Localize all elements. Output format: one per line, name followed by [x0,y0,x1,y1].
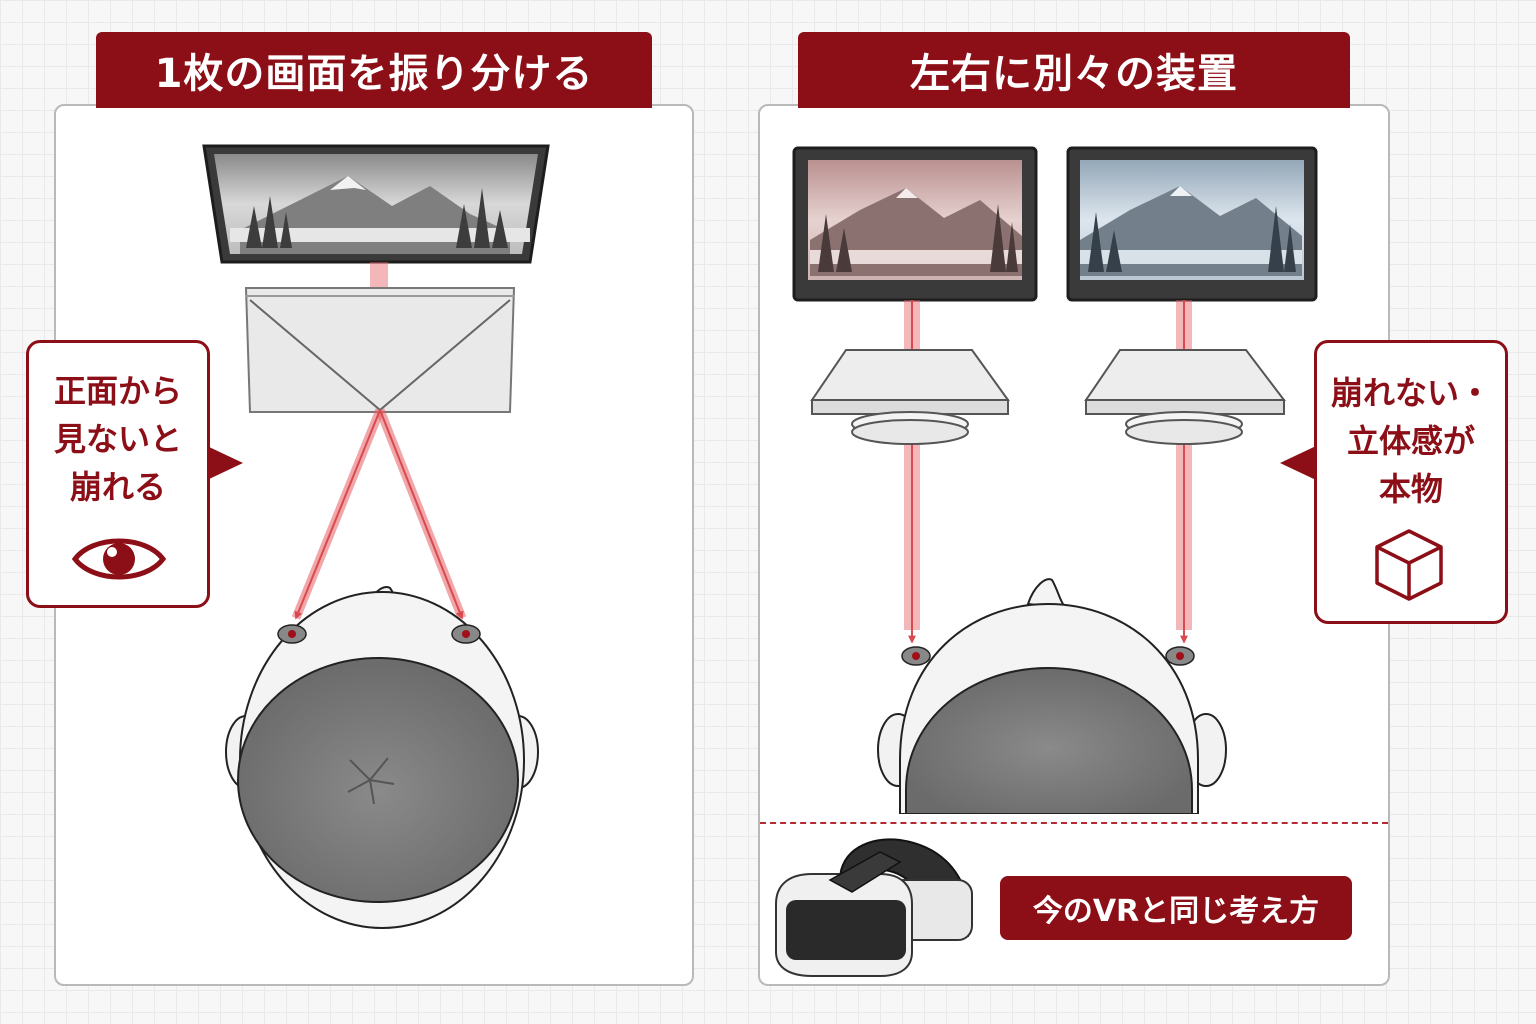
right-callout-line-3: 本物 [1378,470,1443,508]
left-head-top-view [225,586,539,929]
left-callout: 正面から 見ないと 崩れる [26,340,210,608]
cube-icon [1375,529,1443,601]
left-callout-line-1: 正面から [53,372,182,410]
right-lens-left [810,349,1010,445]
right-callout-pointer [1280,446,1316,480]
vr-headset-icon [775,838,973,977]
left-callout-line-2: 見ないと [53,420,182,458]
left-callout-pointer [207,446,243,480]
right-monitor-right [1066,146,1318,302]
left-callout-line-3: 崩れる [69,468,166,506]
right-panel-title: 左右に別々の装置 [798,32,1350,108]
right-lens-right [1084,349,1287,445]
vr-section-divider [760,822,1388,824]
left-panel-title: 1枚の画面を振り分ける [96,32,652,108]
right-callout: 崩れない・ 立体感が 本物 [1314,340,1508,624]
vr-comparison-label: 今のVRと同じ考え方 [1000,876,1352,940]
right-callout-line-1: 崩れない・ [1330,374,1491,412]
eye-icon [71,538,167,580]
right-head-top-view [877,578,1227,822]
left-monitor [202,144,550,264]
left-beams-to-eyes [291,408,467,620]
left-prism [244,287,516,413]
right-callout-line-2: 立体感が [1346,422,1475,460]
right-monitor-left [792,146,1038,302]
